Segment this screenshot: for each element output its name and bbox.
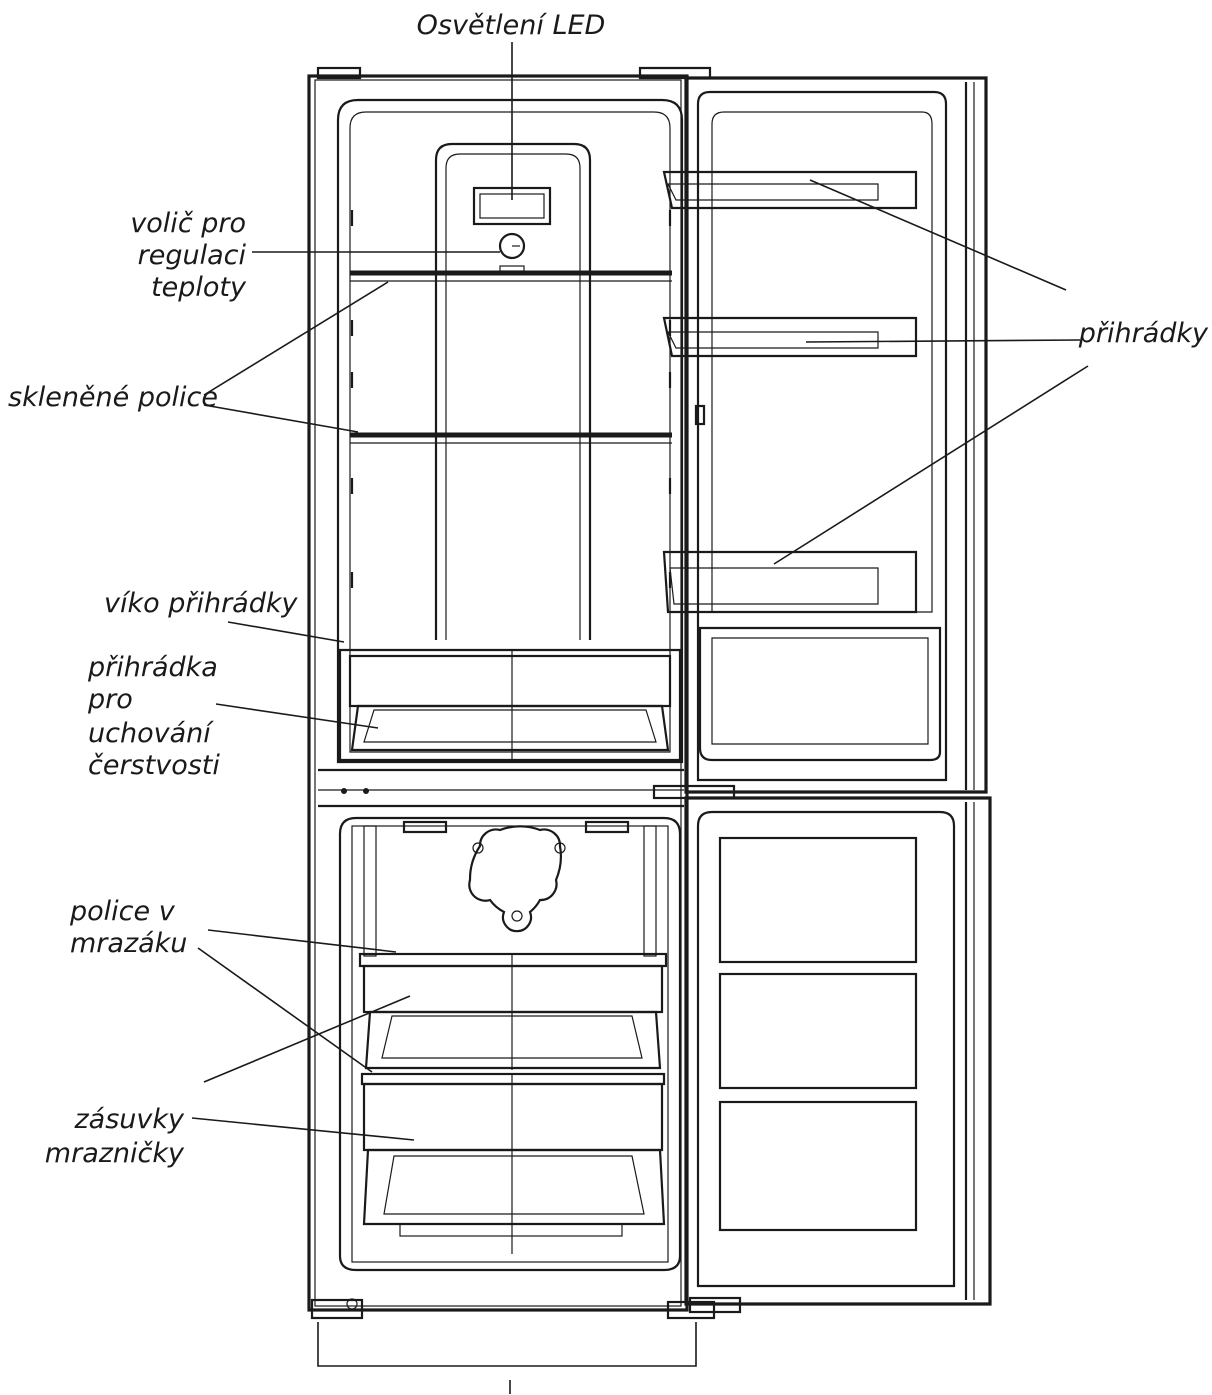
label-led-light: Osvětlení LED: [417, 10, 606, 41]
freezer-compartment: [338, 816, 682, 1272]
label-crisper-line3: uchování: [88, 718, 214, 749]
label-freezer-drawers-line2: mrazničky: [45, 1138, 185, 1169]
shelf-rails: [350, 210, 672, 588]
callout-labels: Osvětlení LED volič pro regulaci teploty…: [8, 10, 1209, 1169]
label-freezer-shelves-line1: police v: [69, 896, 176, 927]
label-door-racks: přihrádky: [1078, 318, 1209, 349]
freezer-shelf: [358, 952, 668, 1070]
label-glass-shelves: skleněné police: [8, 382, 218, 413]
glass-shelves: [350, 270, 672, 444]
control-column: [434, 142, 592, 640]
label-temperature-dial-line1: volič pro: [130, 208, 246, 239]
fridge-door: [652, 76, 988, 800]
label-crisper-line2: pro: [87, 684, 133, 715]
label-freezer-drawers-line1: zásuvky: [74, 1104, 186, 1135]
fan-cover-icon: [468, 825, 566, 933]
label-temperature-dial-line3: teploty: [151, 272, 247, 303]
freezer-door: [684, 796, 992, 1314]
label-freezer-shelves-line2: mrazáku: [70, 928, 187, 959]
label-crisper-lid: víko přihrádky: [104, 588, 298, 619]
label-temperature-dial-line2: regulaci: [138, 240, 247, 271]
fridge-compartment: [336, 98, 684, 764]
dimension-bracket: [317, 1322, 697, 1394]
label-crisper-line1: přihrádka: [87, 652, 218, 683]
crisper-drawer: [338, 648, 682, 762]
temperature-dial-icon: [498, 232, 526, 260]
freezer-drawer: [360, 1072, 666, 1254]
leader-lines: [191, 42, 1089, 1141]
label-crisper-line4: čerstvosti: [88, 750, 220, 781]
door-racks: [662, 170, 918, 614]
